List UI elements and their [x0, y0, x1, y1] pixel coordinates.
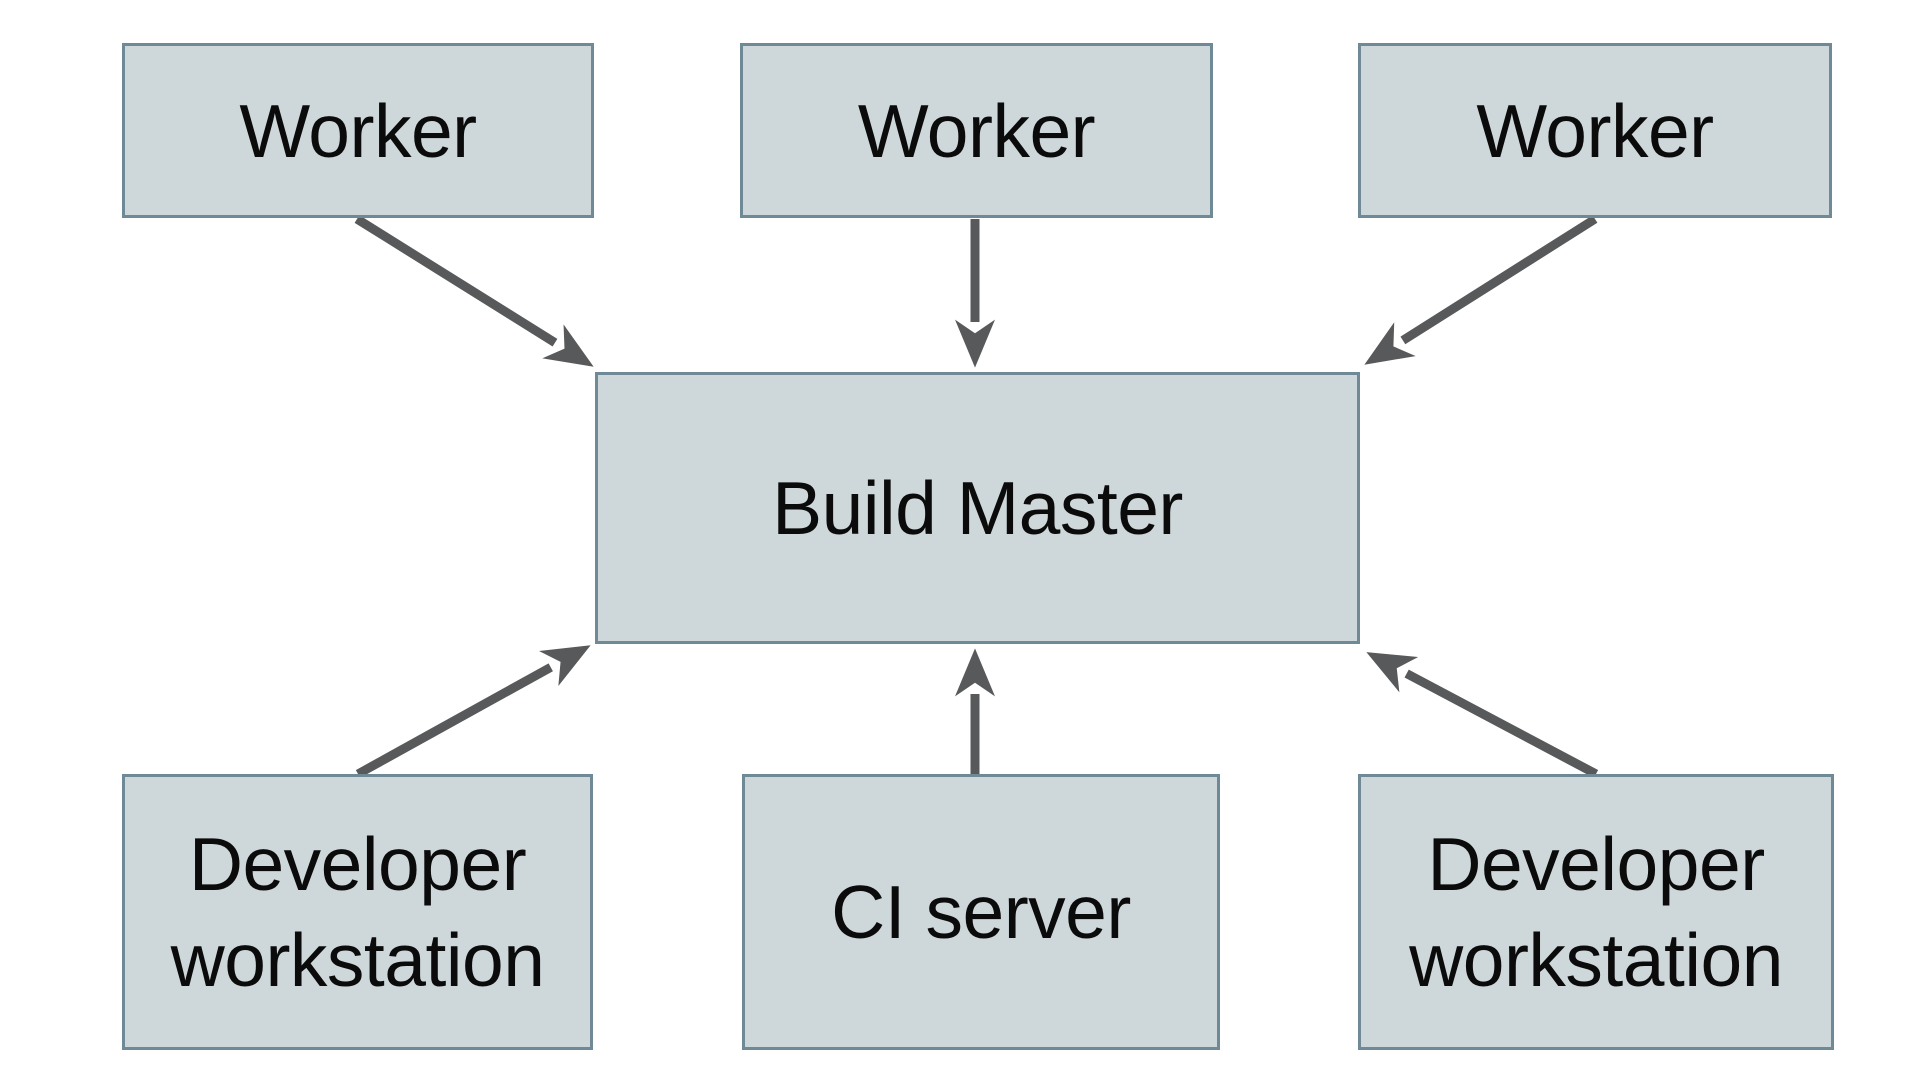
node-label-build-master: Build Master [772, 466, 1183, 550]
arrow-developer-workstation-1-to-build-master [355, 645, 591, 778]
node-build-master: Build Master [595, 372, 1360, 644]
node-label-developer-workstation-1: Developer workstation [170, 822, 545, 1002]
node-label-developer-workstation-2: Developer workstation [1409, 822, 1783, 1002]
node-developer-workstation-2: Developer workstation [1358, 774, 1834, 1050]
node-label-ci-server: CI server [831, 870, 1131, 954]
node-ci-server: CI server [742, 774, 1220, 1050]
arrow-developer-workstation-2-to-build-master [1366, 652, 1599, 778]
node-label-worker-3: Worker [1476, 88, 1714, 173]
node-label-worker-1: Worker [239, 88, 477, 173]
node-label-worker-2: Worker [857, 88, 1096, 173]
arrow-worker-3-to-build-master [1364, 215, 1598, 365]
node-worker-1: Worker [122, 43, 594, 218]
node-worker-3: Worker [1358, 43, 1832, 218]
arrow-worker-1-to-build-master [354, 215, 594, 367]
node-worker-2: Worker [740, 43, 1213, 218]
node-developer-workstation-1: Developer workstation [122, 774, 593, 1050]
